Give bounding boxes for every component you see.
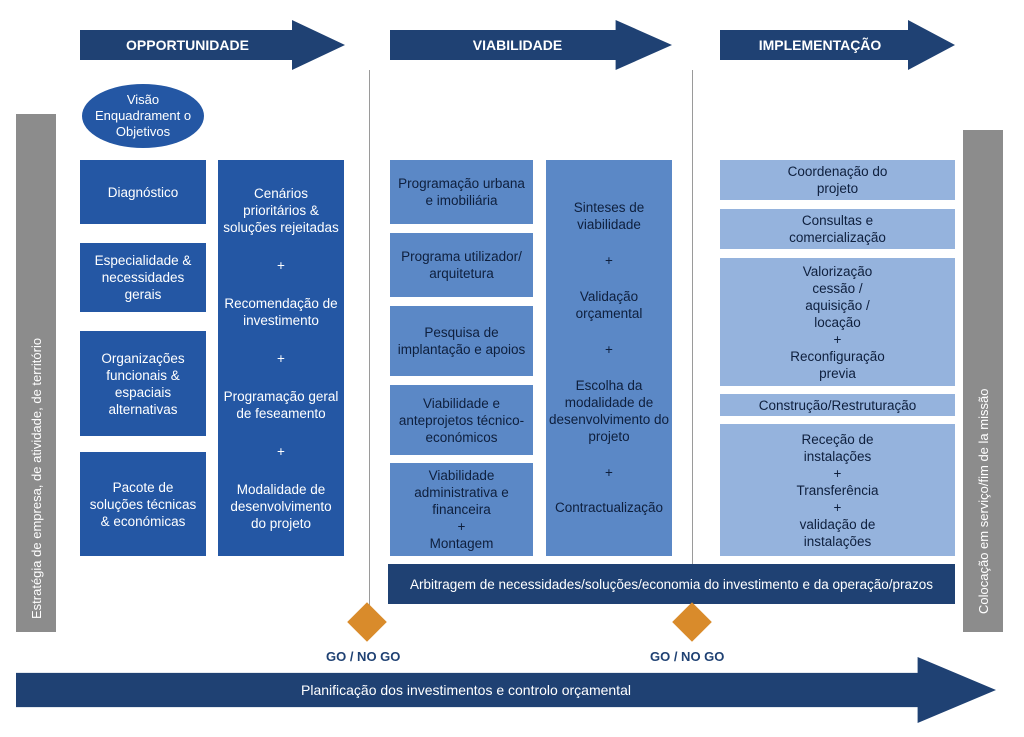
implementation-box-text: Coordenação do projeto: [787, 164, 888, 196]
summary-item: Cenários prioritários & soluções rejeita…: [223, 185, 339, 235]
go-no-go-label-2: GO / NO GO: [650, 649, 725, 664]
summary-item: Recomendação de investimento: [224, 295, 338, 328]
summary-item: Modalidade de desenvolvimento do projeto: [230, 481, 332, 531]
summary-item: Programação geral de feseamento: [223, 388, 339, 421]
opportunity-box-text: Diagnóstico: [107, 184, 179, 200]
opportunity-box-pacote: Pacote de soluções técnicas & económicas: [80, 452, 206, 556]
implementation-box-text: Receção de instalações: [801, 431, 874, 464]
opportunity-box-diagnostico: Diagnóstico: [80, 160, 206, 224]
summary-item: Sinteses de viabilidade: [573, 200, 645, 233]
summary-item: Contractualização: [554, 500, 664, 516]
opportunity-box-text: Organizações funcionais & espaciais alte…: [101, 350, 185, 417]
implementation-box-coordenacao: Coordenação do projeto: [720, 160, 955, 200]
go-no-go-diamond-1: [347, 602, 387, 642]
viability-box-text: Programa utilizador/ arquitetura: [401, 249, 522, 281]
divider-line-2: [692, 70, 693, 610]
vision-oval: Visão Enquadrament o Objetivos: [82, 84, 204, 148]
implementation-box-plus: +: [833, 465, 842, 481]
left-sidebar-label: Estratégia de empresa, de atividade, de …: [29, 337, 44, 619]
right-sidebar-label: Colocação em serviço/fim de la missão: [976, 388, 991, 614]
bottom-planning-label: Planificação dos investimentos e control…: [301, 682, 631, 698]
viability-box-text: Viabilidade administrativa e financeira: [414, 468, 509, 517]
go-no-go-label-1: GO / NO GO: [326, 649, 401, 664]
vision-oval-text: Visão Enquadrament o Objetivos: [94, 92, 192, 139]
summary-item: Escolha da modalidade de desenvolvimento…: [548, 377, 670, 444]
opportunity-box-especialidade: Especialidade & necessidades gerais: [80, 243, 206, 312]
summary-plus: +: [277, 257, 285, 273]
viability-box-text: Viabilidade e anteprojetos técnico-econó…: [398, 395, 525, 445]
implementation-box-rececao: Receção de instalações + Transferência +…: [720, 424, 955, 556]
phase-label-implementation: IMPLEMENTAÇÃO: [758, 37, 882, 53]
viability-box-text: Montagem: [429, 536, 494, 551]
opportunity-box-text: Especialidade & necessidades gerais: [94, 253, 192, 302]
phase-label-opportunity: OPPORTUNIDADE: [126, 37, 249, 53]
implementation-box-text: Reconfiguração previa: [790, 348, 885, 381]
viability-box-programacao: Programação urbana e imobiliária: [390, 160, 533, 224]
opportunity-box-text: Pacote de soluções técnicas & económicas: [89, 479, 197, 529]
implementation-box-plus: +: [833, 331, 842, 347]
implementation-box-text: Valorização cessão / aquisição / locação: [802, 263, 873, 330]
summary-plus: +: [277, 350, 285, 366]
implementation-box-construcao: Construção/Restruturação: [720, 394, 955, 416]
go-no-go-diamond-2: [672, 602, 712, 642]
phase-label-viability: VIABILIDADE: [472, 37, 563, 53]
left-sidebar: Estratégia de empresa, de atividade, de …: [16, 114, 56, 632]
viability-box-programa: Programa utilizador/ arquitetura: [390, 233, 533, 297]
implementation-box-plus: +: [833, 499, 842, 515]
opportunity-summary: Cenários prioritários & soluções rejeita…: [218, 160, 344, 556]
viability-box-plus: +: [457, 519, 466, 534]
arbitration-bar: Arbitragem de necessidades/soluções/econ…: [388, 564, 955, 604]
summary-plus: +: [605, 253, 613, 269]
summary-plus: +: [605, 341, 613, 357]
summary-plus: +: [605, 464, 613, 480]
summary-plus: +: [277, 443, 285, 459]
opportunity-box-organizacoes: Organizações funcionais & espaciais alte…: [80, 331, 206, 436]
divider-line-1: [369, 70, 370, 610]
arbitration-bar-text: Arbitragem de necessidades/soluções/econ…: [409, 576, 934, 592]
implementation-box-text: Transferência: [796, 482, 879, 498]
implementation-box-valorizacao: Valorização cessão / aquisição / locação…: [720, 258, 955, 386]
implementation-box-text: validação de instalações: [799, 516, 876, 549]
implementation-box-consultas: Consultas e comercialização: [720, 209, 955, 249]
viability-box-text: Pesquisa de implantação e apoios: [397, 325, 526, 357]
implementation-box-text: Construção/Restruturação: [758, 397, 917, 413]
viability-box-pesquisa: Pesquisa de implantação e apoios: [390, 306, 533, 376]
viability-box-administrativa: Viabilidade administrativa e financeira …: [390, 463, 533, 556]
summary-item: Validação orçamental: [575, 289, 643, 322]
right-sidebar: Colocação em serviço/fim de la missão: [963, 130, 1003, 632]
viability-box-text: Programação urbana e imobiliária: [398, 176, 525, 208]
implementation-box-text: Consultas e comercialização: [789, 213, 886, 245]
viability-summary: Sinteses de viabilidade + Validação orça…: [546, 160, 672, 556]
viability-box-anteprojetos: Viabilidade e anteprojetos técnico-econó…: [390, 385, 533, 455]
